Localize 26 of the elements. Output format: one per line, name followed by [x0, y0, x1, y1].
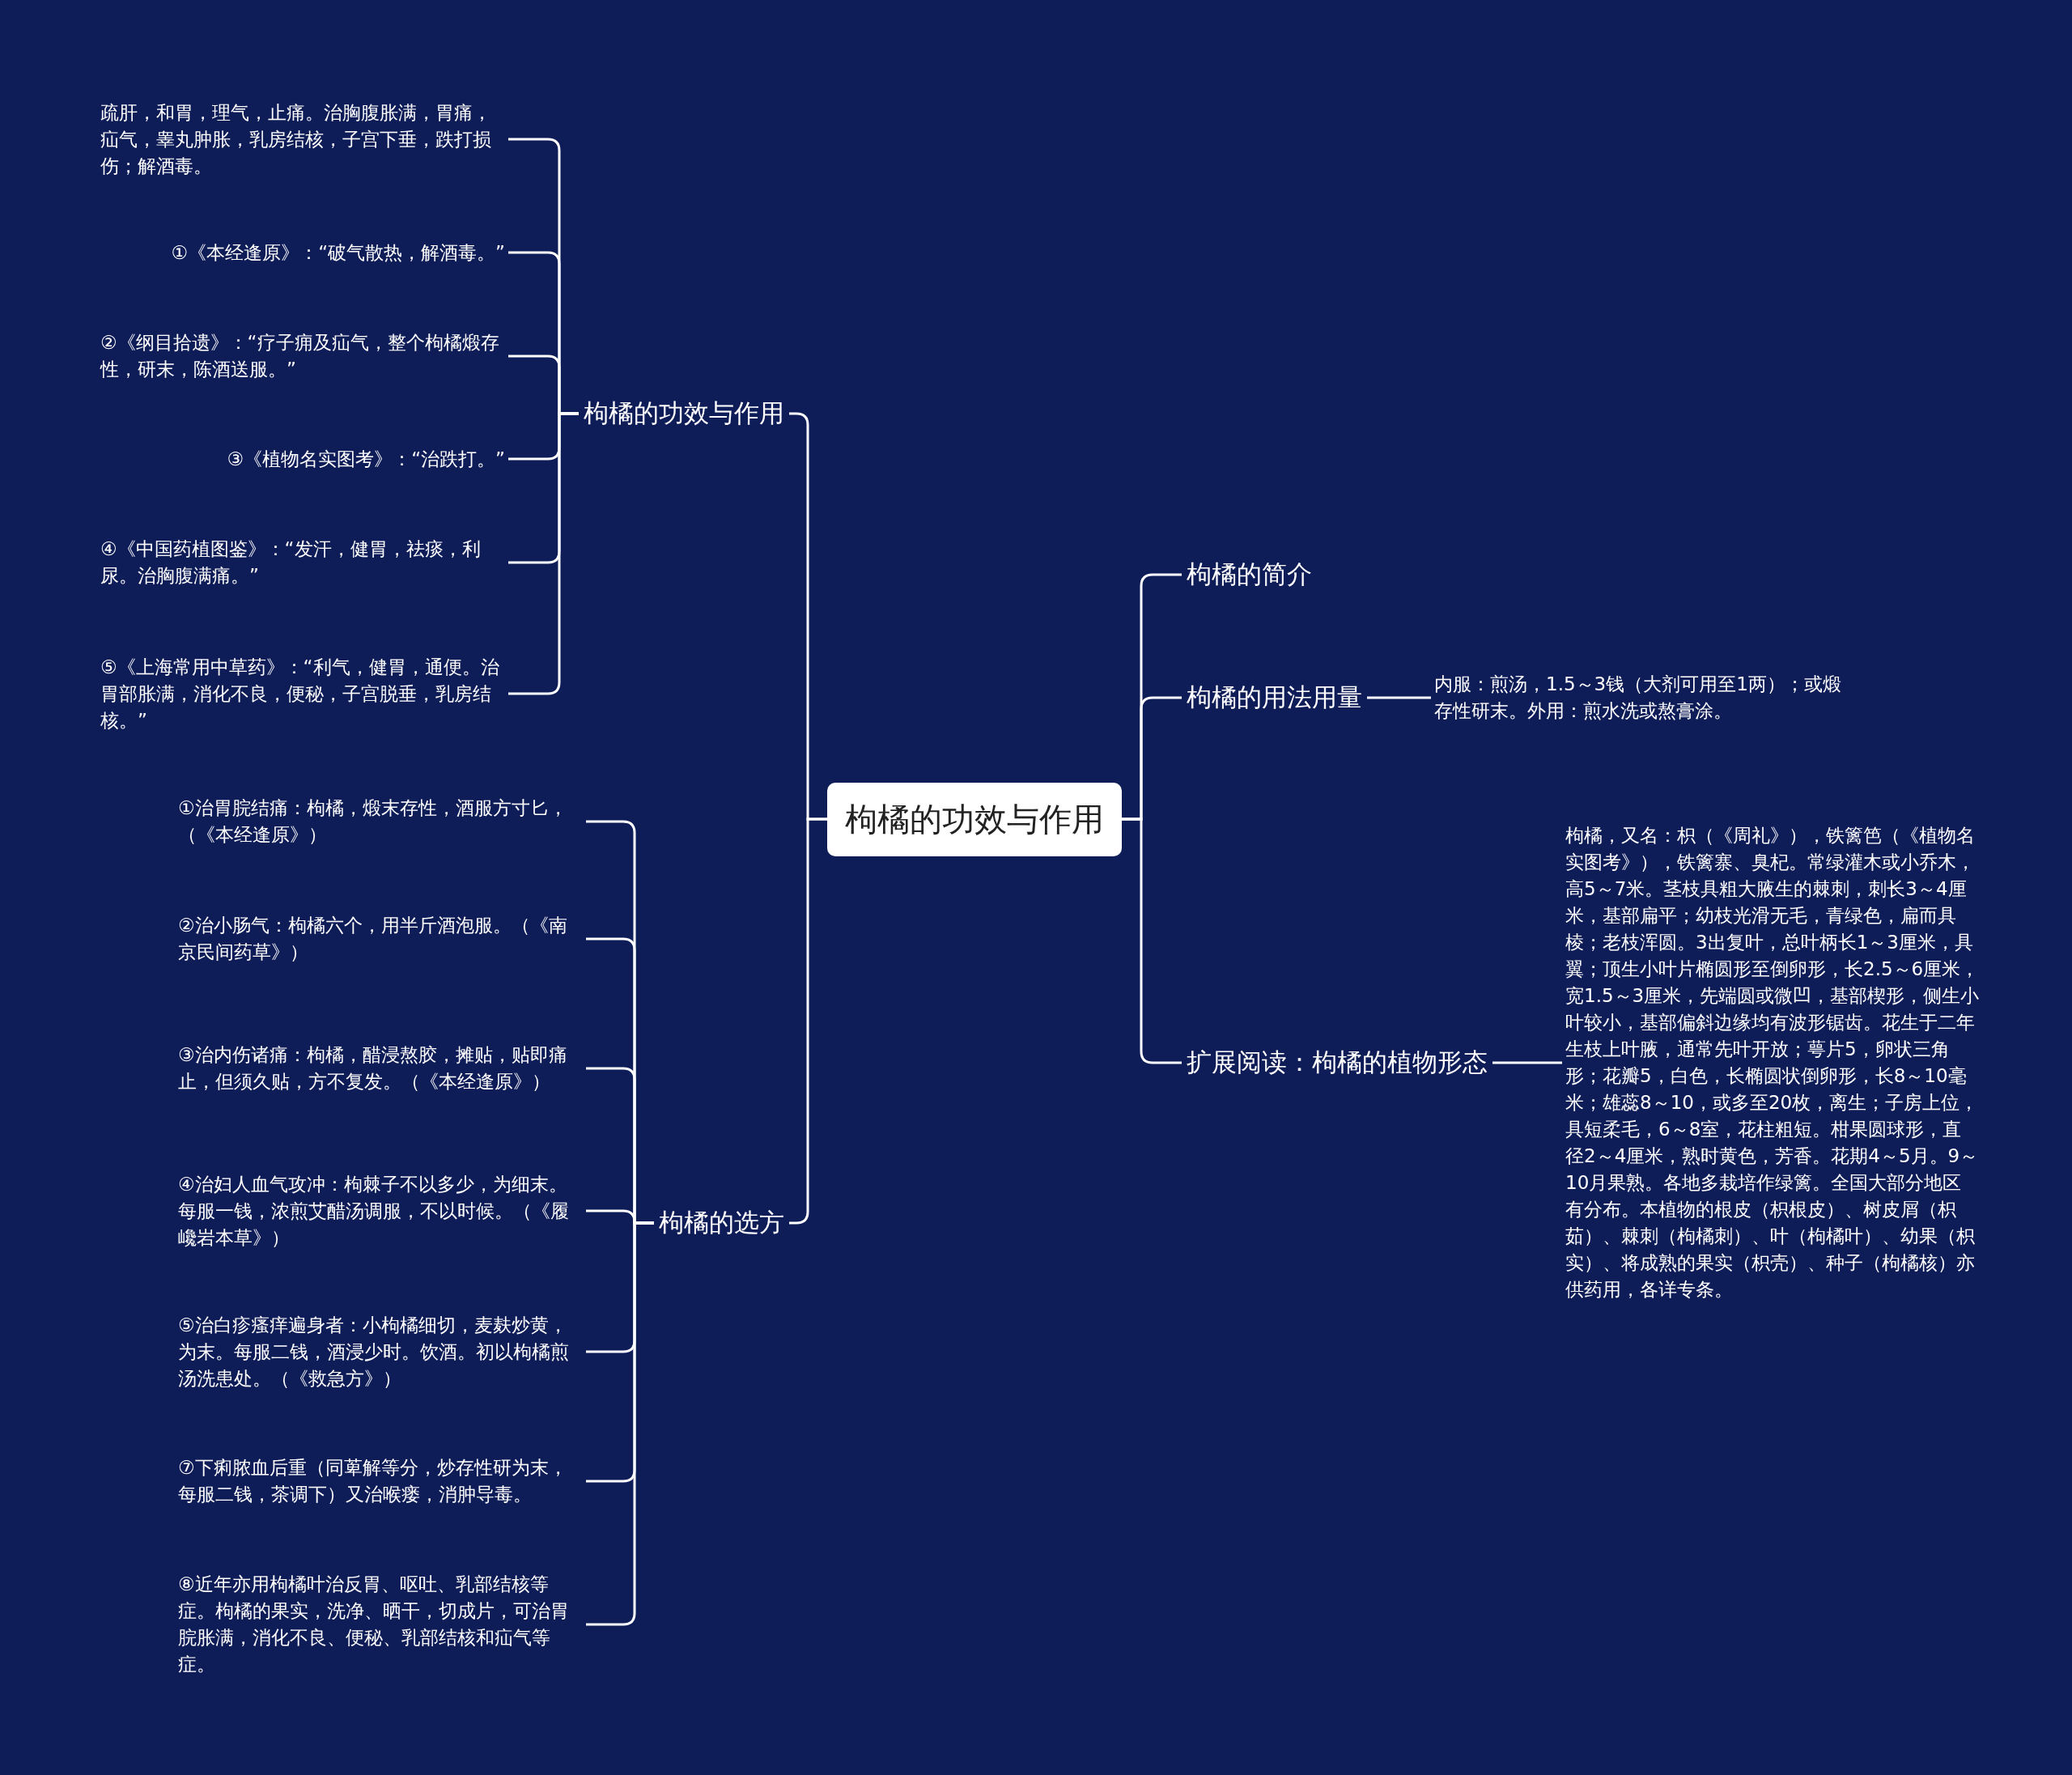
branch-topic: 枸橘的选方	[654, 1204, 789, 1242]
topic-text: ①治胃脘结痛：枸橘，煅末存性，酒服方寸匕，（《本经逢原》）	[175, 793, 586, 850]
topic-text: ④《中国药植图鉴》：“发汗，健胃，祛痰，利尿。治胸腹满痛。”	[97, 534, 508, 591]
branch-topic: 枸橘的简介	[1182, 556, 1317, 593]
topic-text: ⑦下痢脓血后重（同萆解等分，炒存性研为末，每服二钱，茶调下）又治喉瘘，消肿导毒。	[175, 1453, 586, 1510]
topic-text: 枸橘，又名：枳（《周礼》），铁篱笆（《植物名实图考》），铁篱寨、臭杞。常绿灌木或小乔木，高5～7米。茎枝具粗大腋生的棘刺，刺长3～4厘米，基部扁平；幼枝光滑无毛，青绿色，扁而具棱；老枝浑圆。3出复叶，总叶柄长1～3厘米，具翼；顶生小叶片椭圆形至倒卵形，长2.5～6厘米，宽1.5～3厘米，先端圆或微凹，基部楔形，侧生小叶较小，基部偏斜边缘均有波形锯齿。花生于二年生枝上叶腋，通常先叶开放；萼片5，卵状三角形；花瓣5，白色，长椭圆状倒卵形，长8～10毫米；雄蕊8～10，或多至20枚，离生；子房上位，具短柔毛，6～8室，花柱粗短。柑果圆球形，直径2～4厘米，熟时黄色，芳香。花期4～5月。9～10月果熟。各地多栽培作绿篱。全国大部分地区有分布。本植物的根皮（枳根皮）、树皮屑（枳茹）、棘刺（枸橘刺）、叶（枸橘叶）、幼果（枳实）、将成熟的果实（枳壳）、种子（枸橘核）亦供药用，各详专条。	[1562, 821, 1983, 1305]
connector-line	[1492, 1061, 1562, 1064]
branch-topic: 扩展阅读：枸橘的植物形态	[1182, 1044, 1492, 1081]
topic-text: 疏肝，和胃，理气，止痛。治胸腹胀满，胃痛，疝气，睾丸肿胀，乳房结核，子宫下垂，跌打损伤；解酒毒。	[97, 97, 508, 181]
connector-line	[508, 412, 579, 695]
topic-text: ②治小肠气：枸橘六个，用半斤酒泡服。（《南京民间药草》）	[175, 911, 586, 967]
connector-line	[1367, 696, 1431, 699]
topic-text: ①《本经逢原》：“破气散热，解酒毒。”	[168, 237, 508, 268]
topic-text: ④治妇人血气攻冲：枸棘子不以多少，为细末。每服一钱，浓煎艾醋汤调服，不以时候。（《履巉岩本草》）	[175, 1169, 586, 1253]
topic-text: ③治内伤诸痛：枸橘，醋浸熬胶，摊贴，贴即痛止，但须久贴，方不复发。（《本经逢原》）	[175, 1040, 586, 1097]
connector-line	[1122, 817, 1182, 1064]
central-topic-box: 枸橘的功效与作用	[827, 782, 1122, 856]
topic-text: ⑤《上海常用中草药》：“利气，健胃，通便。治胃部胀满，消化不良，便秘，子宫脱垂，乳房结核。”	[97, 652, 508, 736]
connector-line	[586, 1221, 654, 1626]
topic-text: ③《植物名实图考》：“治跌打。”	[223, 444, 508, 474]
topic-text: ②《纲目拾遗》：“疗子痈及疝气，整个枸橘煅存性，研末，陈酒送服。”	[97, 328, 508, 384]
branch-topic: 枸橘的用法用量	[1182, 679, 1367, 716]
topic-text: ⑤治白疹瘙痒遍身者：小枸橘细切，麦麸炒黄，为末。每服二钱，酒浸少时。饮酒。初以枸橘煎汤洗患处。（《救急方》）	[175, 1310, 586, 1394]
topic-text: 内服：煎汤，1.5～3钱（大剂可用至1两）；或煅存性研末。外用：煎水洗或熬膏涂。	[1431, 669, 1852, 726]
topic-text: ⑧近年亦用枸橘叶治反胃、呕吐、乳部结核等症。枸橘的果实，洗净、晒干，切成片，可治胃脘胀满，消化不良、便秘、乳部结核和疝气等症。	[175, 1569, 586, 1679]
branch-topic: 枸橘的功效与作用	[579, 395, 789, 432]
